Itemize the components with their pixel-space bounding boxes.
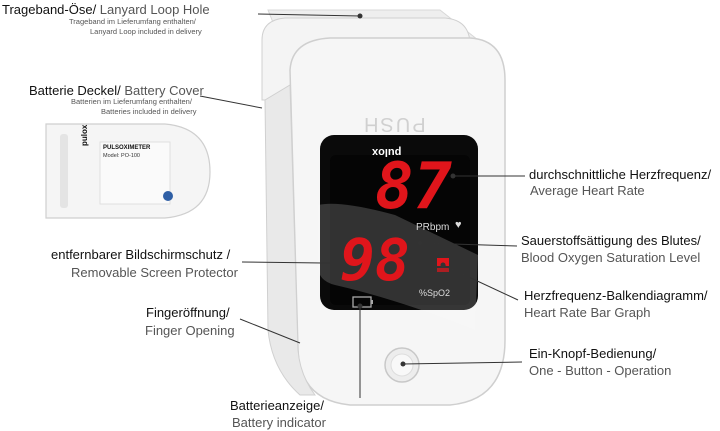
spo2-label: %SpO2 [419, 288, 451, 298]
lanyard-note-1: Trageband im Lieferumfang enthalten/ [69, 17, 196, 26]
bar-graph-segment-1 [437, 258, 449, 266]
screen-protector-en: Removable Screen Protector [71, 265, 238, 280]
battery-cover-note-1: Batterien im Lieferumfang enthalten/ [71, 97, 192, 106]
lanyard-label: Trageband-Öse/ Lanyard Loop Hole [2, 2, 210, 17]
battery-indicator-de: Batterieanzeige/ [230, 398, 324, 413]
battery-cover-note-2: Batteries included in delivery [101, 107, 197, 116]
finger-opening-de: Fingeröffnung/ [146, 305, 230, 320]
bar-graph-de: Herzfrequenz-Balkendiagramm/ [524, 288, 708, 303]
battery-label-brand: pulox [80, 124, 89, 146]
bar-graph-en: Heart Rate Bar Graph [524, 305, 651, 320]
spo2-value: 98 [340, 226, 410, 294]
spo2-de: Sauerstoffsättigung des Blutes/ [521, 233, 701, 248]
battery-label-title: PULSOXIMETER [103, 145, 151, 151]
bar-graph-segment-2 [437, 268, 449, 272]
one-button-de: Ein-Knopf-Bedienung/ [529, 346, 657, 361]
lanyard-note-2: Lanyard Loop included in delivery [90, 27, 202, 36]
pulse-value: 87 [375, 150, 453, 224]
screen-protector-de: entfernbarer Bildschirmschutz / [51, 247, 231, 262]
heart-rate-en: Average Heart Rate [530, 183, 645, 198]
spo2-en: Blood Oxygen Saturation Level [521, 250, 701, 265]
heart-icon: ♥ [455, 219, 462, 231]
battery-label-model: Model: PO-100 [103, 153, 140, 159]
finger-opening-en: Finger Opening [145, 323, 235, 338]
battery-indicator-en: Battery indicator [232, 415, 326, 430]
heart-rate-de: durchschnittliche Herzfrequenz/ [529, 167, 712, 182]
pr-bpm-label: PRbpm [416, 222, 450, 233]
push-text: PUSH [362, 113, 426, 135]
battery-cover-label: Batterie Deckel/ Battery Cover [29, 83, 204, 98]
one-button-en: One - Button - Operation [529, 363, 672, 378]
